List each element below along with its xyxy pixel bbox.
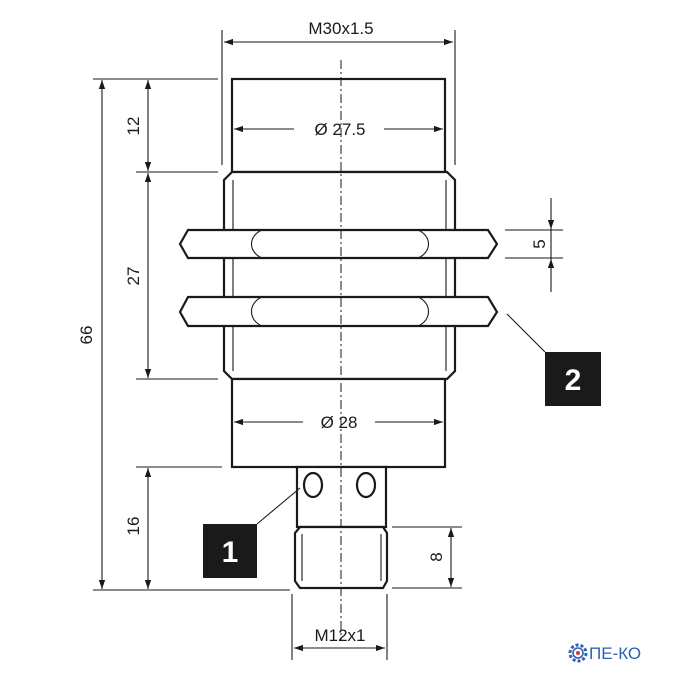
dim-thread-connector-label: M12x1 [314, 626, 365, 645]
sensor-top-cap [230, 77, 447, 174]
dim-height-top-label: 12 [124, 117, 143, 136]
dim-thread-connector: M12x1 [294, 626, 385, 652]
callout-2: 2 [506, 313, 601, 406]
dim-diameter-body-label: Ø 28 [321, 413, 358, 432]
logo-text: ПЕ-КО [589, 644, 641, 663]
dim-height-connector-label: 16 [124, 517, 143, 536]
lock-nut-upper [178, 228, 499, 260]
dim-nut-thickness: 5 [530, 198, 555, 292]
company-logo: ПЕ-КО [568, 643, 641, 663]
dim-diameter-body: Ø 28 [234, 413, 443, 432]
extension-lines [93, 30, 563, 660]
dim-diameter-top: Ø 27.5 [234, 120, 443, 139]
dim-thread-main-label: M30x1.5 [308, 19, 373, 38]
dim-nut-thickness-label: 5 [530, 239, 549, 248]
lock-nut-lower [178, 295, 499, 328]
dim-diameter-top-label: Ø 27.5 [314, 120, 365, 139]
dim-height-connector: 16 [124, 468, 152, 589]
callout-2-label: 2 [565, 364, 582, 397]
sensor-lower-body [230, 377, 447, 469]
gear-icon [568, 643, 588, 663]
led-window-right [355, 471, 377, 499]
sensor-body [222, 77, 457, 590]
dim-height-total-label: 66 [77, 326, 96, 345]
callout-1-label: 1 [222, 536, 239, 569]
led-window-left [302, 471, 324, 499]
sensor-threaded-section [222, 170, 457, 381]
dim-height-connector-thread: 8 [427, 528, 455, 587]
dim-height-thread-label: 27 [124, 267, 143, 286]
dim-height-top: 12 [124, 80, 152, 171]
callout-1: 1 [203, 487, 301, 578]
dim-height-thread: 27 [124, 173, 152, 378]
dim-thread-main: M30x1.5 [224, 19, 453, 46]
dim-height-connector-thread-label: 8 [427, 552, 446, 561]
dim-height-total: 66 [77, 80, 106, 589]
